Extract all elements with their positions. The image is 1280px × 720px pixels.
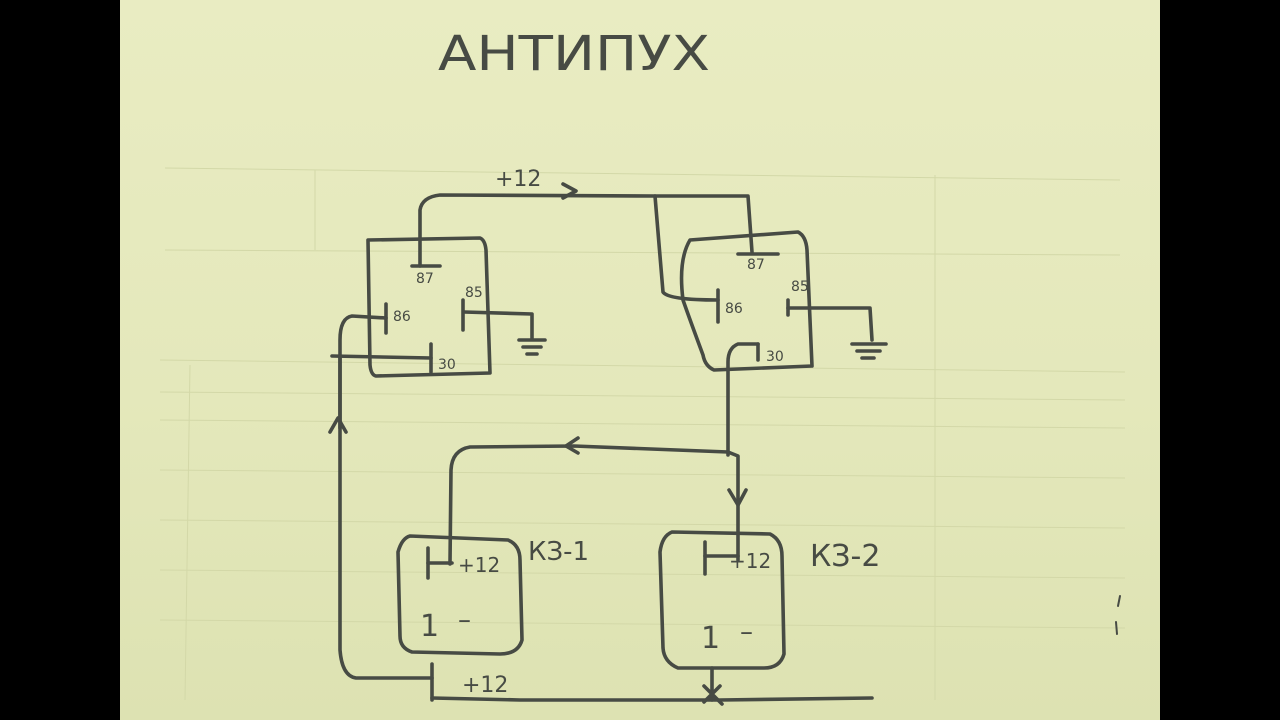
paper-sheet [120,0,1160,720]
unit-kz2-plus-label: +12 [729,549,771,573]
diagram-title: АНТИПУХ [438,26,710,82]
relay-right-pin-30: 30 [766,349,784,365]
relay-right-pin-87: 87 [747,257,765,273]
relay-left-pin-85: 85 [465,285,483,301]
relay-right: 87 86 85 30 [679,230,814,372]
relay-left-body [366,236,492,378]
ground-icon [850,342,888,360]
relay-right-pin-85: 85 [791,279,809,295]
relay-left-ground-wire [462,310,534,340]
relay-left-pin-30: 30 [438,357,456,373]
branch-to-right-86 [653,194,720,302]
wire-arrow-up [328,416,348,434]
unit-kz1: +12 1 – КЗ-1 [396,534,589,656]
relay-right-ground-wire [786,306,874,342]
unit-kz1-minus-label: – [458,605,471,635]
relay-left-pin-86: 86 [393,309,411,325]
background-grid [159,167,1126,701]
wire-to-kz2 [726,450,740,562]
supply-wire-top [418,193,754,268]
unit-kz2-body [658,530,786,670]
relay-left-pin-87: 87 [416,271,434,287]
wire-arrow-left [564,436,580,455]
wire-to-kz1 [448,444,730,566]
kz2-bottom-cross [702,666,724,706]
paper-marks [1115,595,1121,635]
unit-kz1-name: КЗ-1 [528,537,589,567]
unit-kz2-name: КЗ-2 [810,539,880,574]
ground-icon [517,338,547,356]
unit-kz2-minus-pin: 1 [701,621,720,656]
bottom-supply-label: +12 [462,673,508,698]
return-wire-left [338,354,434,680]
unit-kz2: +12 1 – КЗ-2 [658,530,880,670]
relay-right-30-output [726,342,760,457]
return-wire-30 [330,354,433,360]
wire-arrow-down [727,488,748,507]
unit-kz2-minus-label: – [740,617,753,647]
top-supply-label: +12 [495,167,541,192]
bottom-rail [430,696,874,702]
unit-kz1-minus-pin: 1 [420,609,439,644]
unit-kz1-plus-label: +12 [458,553,500,577]
relay-right-pin-86: 86 [725,301,743,317]
relay-right-body [679,230,814,372]
unit-kz1-body [396,534,524,656]
return-wire-86 [338,314,388,430]
